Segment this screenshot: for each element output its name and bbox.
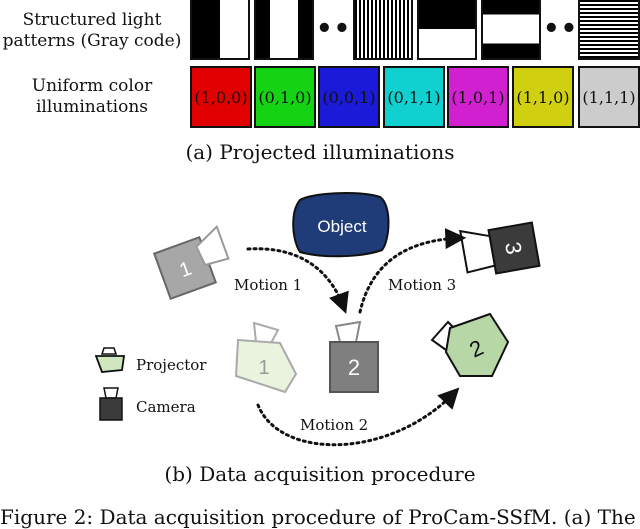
- projector-1: 1: [234, 321, 298, 394]
- color-label: (0,0,1): [322, 87, 376, 107]
- color-illumination-label: Uniform color illuminations: [31, 76, 153, 117]
- camera-1: 1: [152, 224, 230, 301]
- gray-pattern-4: [417, 0, 477, 60]
- gray-pattern-2: [254, 0, 314, 60]
- color-cell: (0,1,0): [254, 66, 316, 128]
- caption-b: (b) Data acquisition procedure: [164, 462, 476, 486]
- color-label: (0,1,1): [387, 87, 441, 107]
- motion-2-label: Motion 2: [300, 416, 369, 434]
- projector-1-label: 1: [258, 357, 269, 379]
- object-label: Object: [317, 217, 366, 236]
- camera-2: 2: [329, 320, 379, 393]
- color-label: (0,1,0): [258, 87, 312, 107]
- color-cell: (1,0,0): [190, 66, 252, 128]
- color-cell: (1,0,1): [447, 66, 509, 128]
- projector-legend-icon: [94, 347, 126, 373]
- legend-camera-label: Camera: [136, 398, 196, 416]
- gray-pattern-1: [190, 0, 250, 60]
- motion-2-arrow: [256, 387, 460, 447]
- legend-projector-label: Projector: [136, 356, 207, 374]
- color-cell: (1,1,0): [512, 66, 574, 128]
- motion-1-arrow: [246, 247, 349, 314]
- color-label: (1,1,1): [582, 87, 636, 107]
- color-cell: (0,0,1): [318, 66, 380, 128]
- gray-pattern-6: [578, 0, 640, 60]
- gray-pattern-3: [353, 0, 413, 60]
- gray-pattern-5: [481, 0, 541, 60]
- acquisition-diagram: Object 1 3 2 1 2: [94, 192, 541, 447]
- caption-a: (a) Projected illuminations: [185, 140, 455, 164]
- camera-3: 3: [459, 221, 541, 275]
- camera-3-label: 3: [500, 240, 527, 256]
- projector-2: 2: [430, 312, 510, 377]
- color-cell: (1,1,1): [578, 66, 640, 128]
- color-label: (1,0,1): [451, 87, 505, 107]
- color-label: (1,1,0): [516, 87, 570, 107]
- camera-2-label: 2: [348, 355, 360, 380]
- figure-caption-cut: Figure 2: Data acquisition procedure of …: [0, 505, 636, 529]
- color-cell: (0,1,1): [383, 66, 445, 128]
- camera-legend-icon: [99, 387, 123, 421]
- motion-3-label: Motion 3: [388, 276, 457, 294]
- motion-1-label: Motion 1: [234, 276, 303, 294]
- gray-code-label: Structured light patterns (Gray code): [2, 10, 182, 51]
- object-shape: [292, 192, 390, 258]
- motion-3-arrow: [358, 228, 467, 314]
- color-label: (1,0,0): [194, 87, 248, 107]
